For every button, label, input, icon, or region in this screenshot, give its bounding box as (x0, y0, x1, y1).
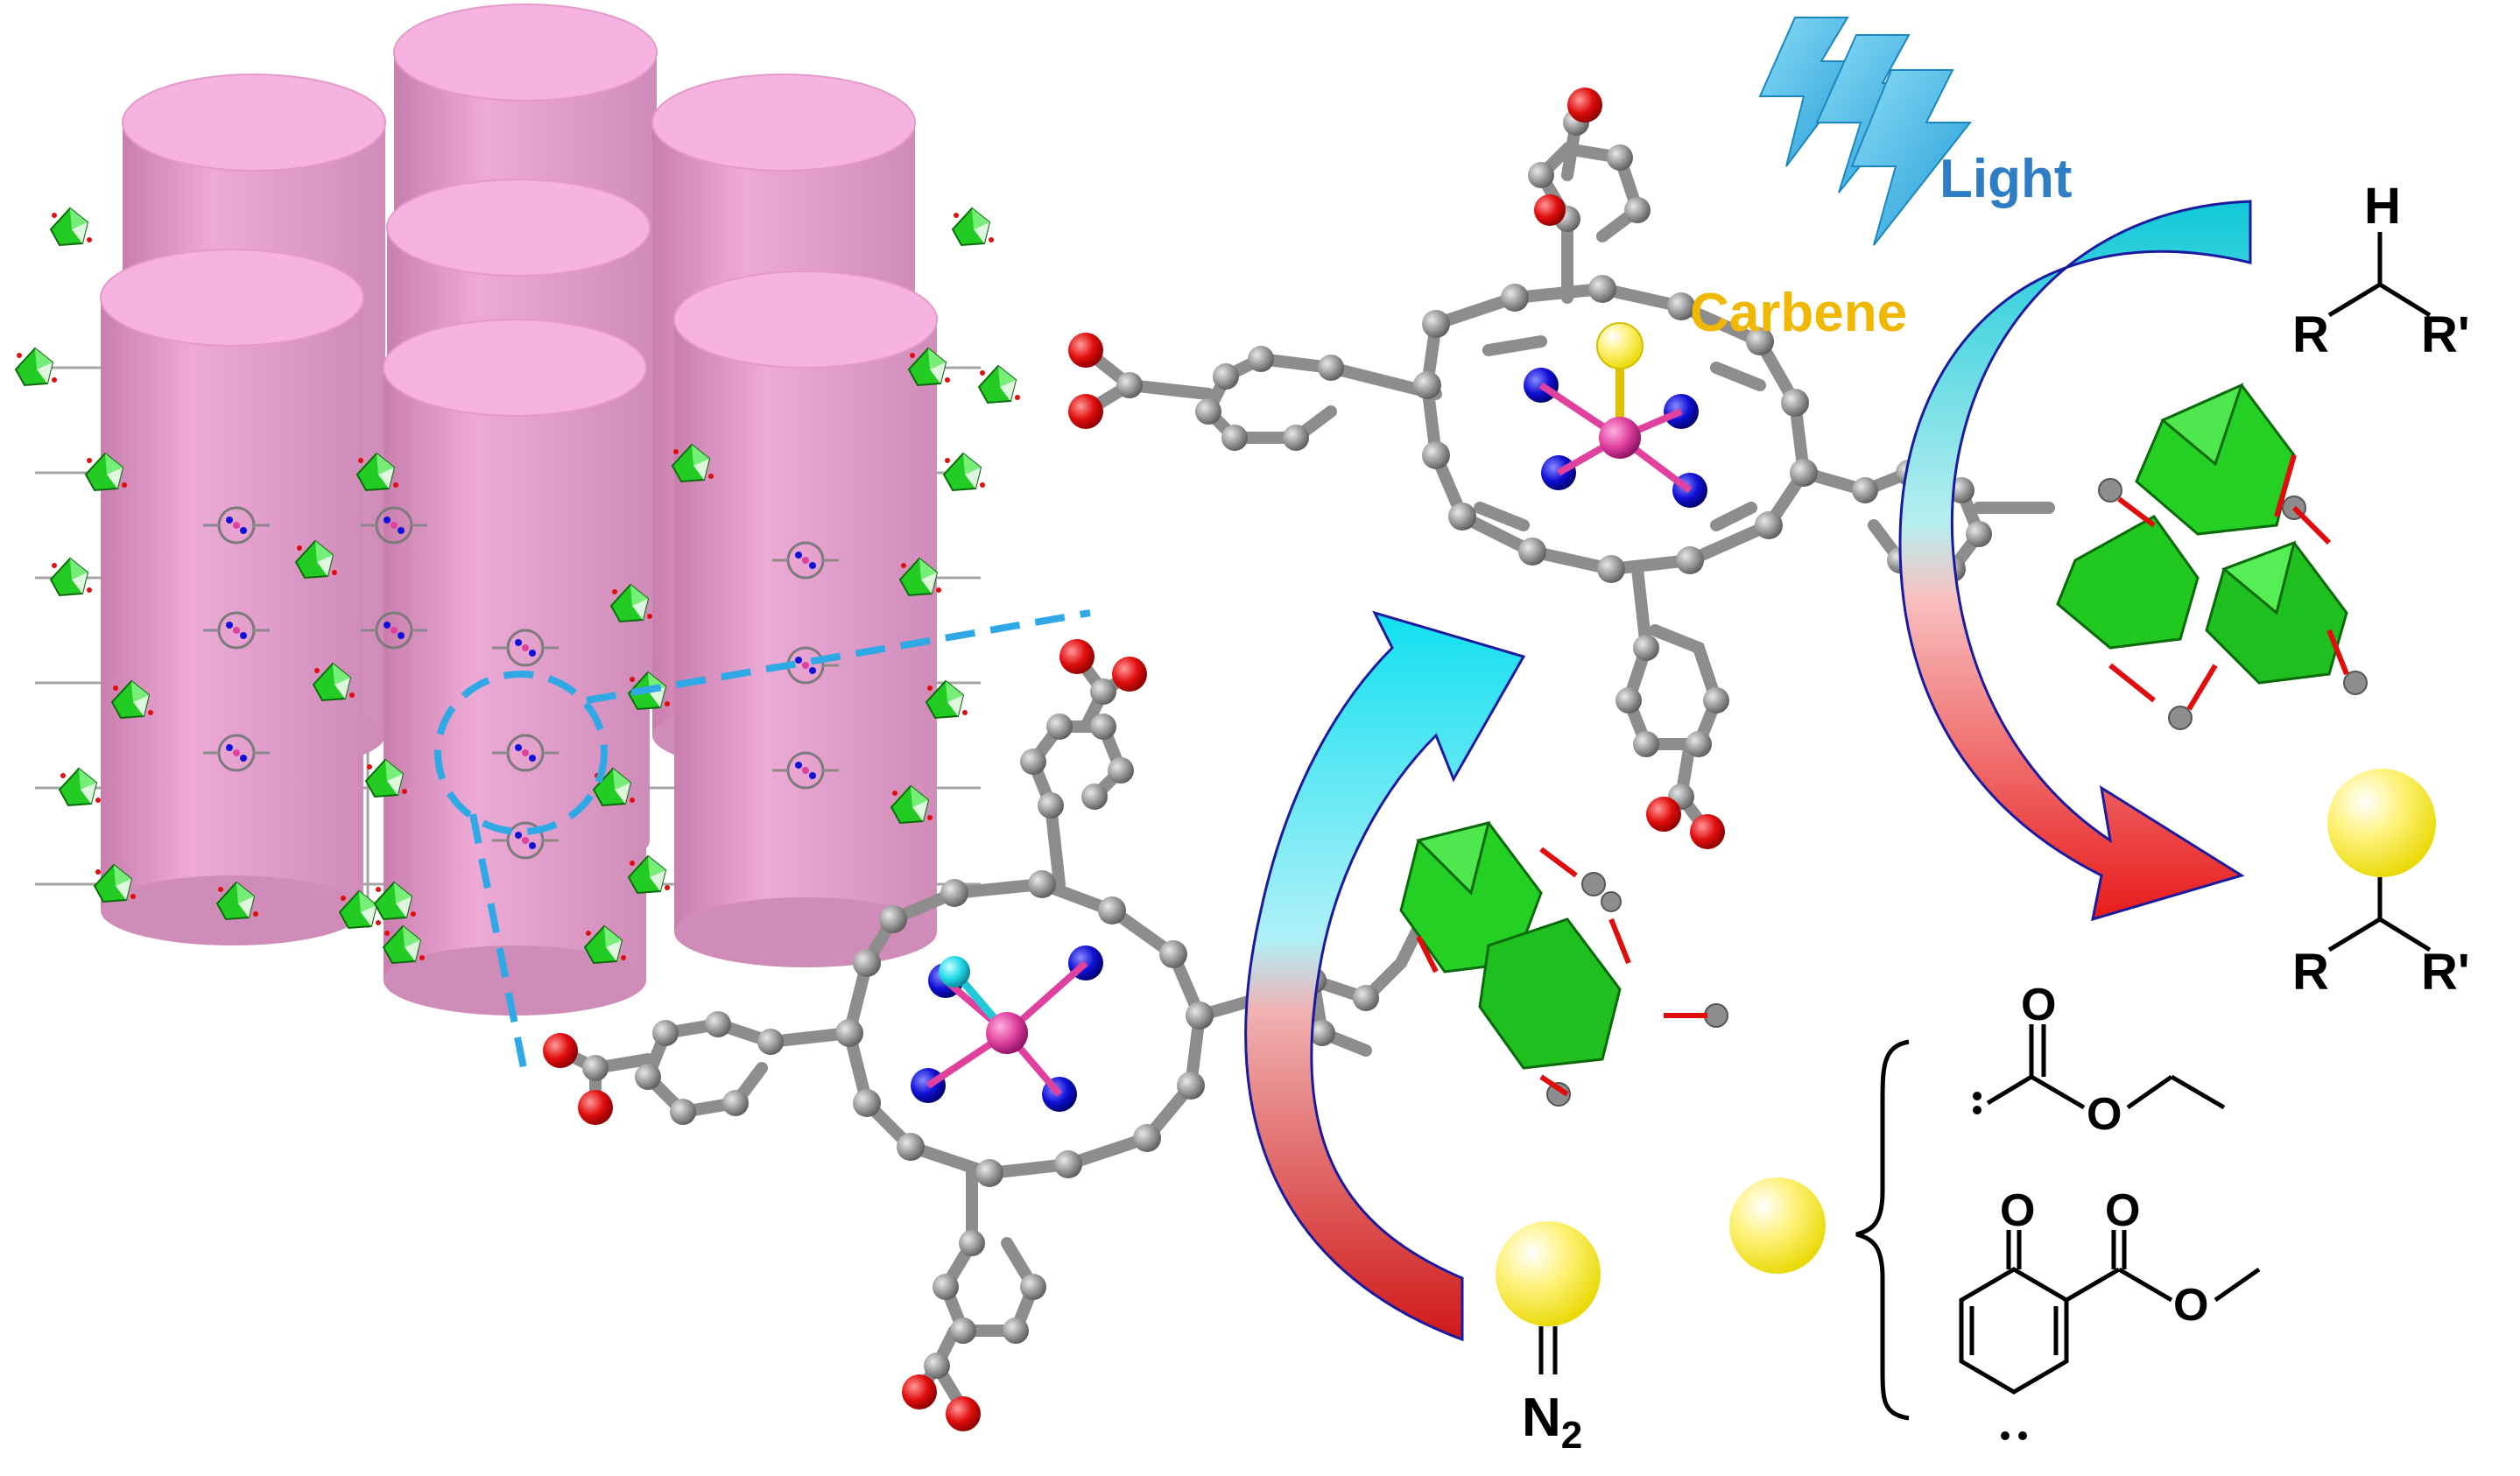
axial-ligand (939, 956, 970, 988)
substrate-structure: H R R' (2292, 178, 2470, 363)
diazo-structure: N2 (1496, 1221, 1601, 1457)
ring-ester-ether-o: O (2173, 1280, 2208, 1331)
carbene-sphere-icon (2327, 769, 2436, 877)
substrate-rprime: R' (2421, 306, 2470, 363)
ethyl-diazoacetate-carbene (1986, 1024, 2226, 1110)
porphyrin-carbene-atoms (1068, 88, 1992, 849)
mof-framework (15, 4, 1091, 1078)
ester-ether-o: O (2087, 1089, 2122, 1140)
metal-center (986, 1012, 1028, 1054)
zoom-line-top (586, 609, 1091, 704)
product-structure: R R' (2292, 769, 2470, 1001)
ring-ester-carbonyl-o: O (2105, 1185, 2140, 1236)
curved-arrow-icon (1244, 610, 1526, 1342)
zr6-cluster-upper (2056, 383, 2368, 730)
diazo-n: N2 (1522, 1388, 1582, 1457)
ester-carbonyl-o: O (2021, 980, 2056, 1030)
brace (1855, 1039, 1910, 1421)
carbene-label: Carbene (1690, 283, 1907, 343)
ring-ketone-o: O (2000, 1185, 2035, 1236)
carbene-sphere-icon (1729, 1177, 1826, 1274)
lightning-bolt-icon (1758, 17, 1973, 246)
metal-center (1599, 417, 1641, 459)
diazo-subscript: 2 (1561, 1414, 1582, 1457)
substrate-h: H (2364, 178, 2401, 235)
carbene-sphere-icon (1496, 1221, 1601, 1326)
porphyrin-diazo-atoms (543, 639, 1379, 1431)
highlighted-pore (434, 671, 608, 835)
product-r: R (2292, 944, 2329, 1001)
curved-arrow-icon (1898, 200, 2252, 922)
carbene-definitions: O O O O O (1729, 980, 2261, 1440)
zr6-cluster-lower (1399, 820, 1728, 1107)
light-label: Light (1939, 149, 2073, 209)
product-rprime: R' (2421, 944, 2470, 1001)
carbene-atom (1596, 322, 1644, 369)
substrate-r: R (2292, 306, 2329, 363)
quinoid-carbene (1959, 1230, 2261, 1395)
